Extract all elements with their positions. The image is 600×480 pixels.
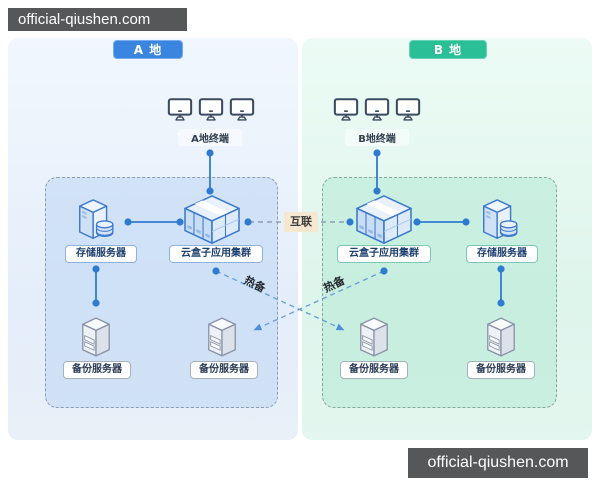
site-b-terminals	[333, 97, 421, 122]
watermark-bottom: official-qiushen.com	[408, 448, 588, 478]
site-a-storage-label: 存储服务器	[65, 245, 137, 263]
site-b-backup2-label: 备份服务器	[467, 361, 535, 379]
watermark-top: official-qiushen.com	[8, 8, 187, 31]
backup-server-icon	[79, 316, 113, 358]
interconnect-label: 互联	[284, 212, 318, 232]
site-b-storage-label: 存储服务器	[466, 245, 538, 263]
hot-standby-link-b-to-a	[253, 270, 385, 331]
backup-server-icon	[484, 316, 518, 358]
site-a-badge: A 地	[113, 40, 183, 59]
site-b-badge: B 地	[409, 40, 487, 59]
storage-server-icon	[73, 198, 121, 244]
hot-standby-link-a-to-b	[215, 270, 345, 331]
cloud-box-cluster-icon	[181, 193, 243, 247]
site-a-terminals-label: A地终端	[178, 129, 242, 146]
storage-server-icon	[477, 198, 525, 244]
cloud-box-cluster-icon	[353, 193, 415, 247]
monitor-icon	[395, 97, 421, 122]
monitor-icon	[364, 97, 390, 122]
monitor-icon	[229, 97, 255, 122]
site-a-terminals	[167, 97, 255, 122]
site-b-backup1-label: 备份服务器	[340, 361, 408, 379]
site-b-terminals-label: B地终端	[345, 129, 409, 146]
connector-dots	[92, 149, 505, 307]
monitor-icon	[167, 97, 193, 122]
backup-server-icon	[357, 316, 391, 358]
site-a-cluster-label: 云盒子应用集群	[169, 245, 263, 263]
site-b-cluster-label: 云盒子应用集群	[337, 245, 431, 263]
solid-links	[95, 153, 502, 303]
site-a-backup1-label: 备份服务器	[63, 361, 131, 379]
site-a-backup2-label: 备份服务器	[190, 361, 258, 379]
backup-server-icon	[205, 316, 239, 358]
monitor-icon	[198, 97, 224, 122]
monitor-icon	[333, 97, 359, 122]
